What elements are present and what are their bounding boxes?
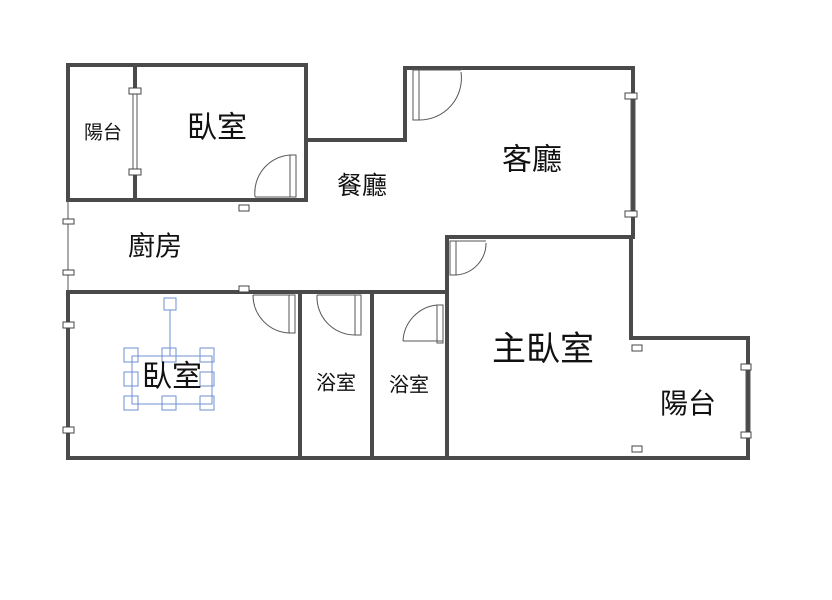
label-balcony-large: 陽台 (660, 387, 716, 420)
door-bath-left (316, 294, 362, 336)
door-bedroom-bottom (252, 294, 296, 334)
cap-5 (62, 218, 75, 225)
label-bedroom-bottom[interactable]: 臥室 (142, 360, 202, 395)
wall-caps (62, 87, 752, 453)
door-bedroom-top (254, 154, 297, 198)
label-bath-right: 浴室 (389, 373, 429, 397)
handle-mr[interactable] (199, 371, 215, 387)
cap-4 (624, 210, 638, 218)
cap-3 (624, 92, 638, 100)
label-kitchen: 廚房 (128, 232, 182, 263)
cap-13 (631, 344, 643, 352)
handle-tl[interactable] (123, 347, 139, 363)
cap-2 (128, 168, 142, 176)
handle-tm[interactable] (161, 347, 177, 363)
cap-9 (740, 363, 752, 371)
windows (67, 92, 751, 435)
label-dining: 餐廳 (337, 171, 387, 200)
wall-top-left-block (66, 63, 308, 202)
door-master (449, 240, 487, 276)
handle-bm[interactable] (161, 395, 177, 411)
doors (252, 69, 487, 344)
handle-tr[interactable] (199, 347, 215, 363)
label-living: 客廳 (502, 143, 562, 178)
handle-ml[interactable] (123, 371, 139, 387)
handle-bl[interactable] (123, 395, 139, 411)
wall-master-right (629, 235, 750, 460)
cap-1 (128, 87, 142, 95)
cap-10 (740, 431, 752, 439)
cap-14 (631, 445, 643, 453)
selection-frame (131, 355, 213, 405)
room-labels: 陽台 臥室 餐廳 客廳 廚房 臥室 浴室 浴室 主臥室 陽台 (84, 111, 716, 421)
label-bath-left: 浴室 (316, 371, 356, 395)
walls (66, 63, 750, 460)
door-bath-right (402, 304, 444, 344)
label-balcony-small: 陽台 (84, 122, 122, 144)
selection-box[interactable] (123, 297, 215, 411)
rotation-handle[interactable] (163, 297, 177, 311)
cap-7 (62, 321, 75, 329)
door-living (412, 69, 462, 121)
wall-dining-top (304, 66, 635, 237)
label-bedroom-top: 臥室 (187, 111, 247, 146)
cap-6 (62, 269, 75, 276)
label-master-bedroom: 主臥室 (492, 330, 594, 370)
cap-8 (62, 426, 75, 434)
handle-br[interactable] (199, 395, 215, 411)
cap-12 (238, 285, 250, 293)
cap-11 (238, 204, 250, 212)
